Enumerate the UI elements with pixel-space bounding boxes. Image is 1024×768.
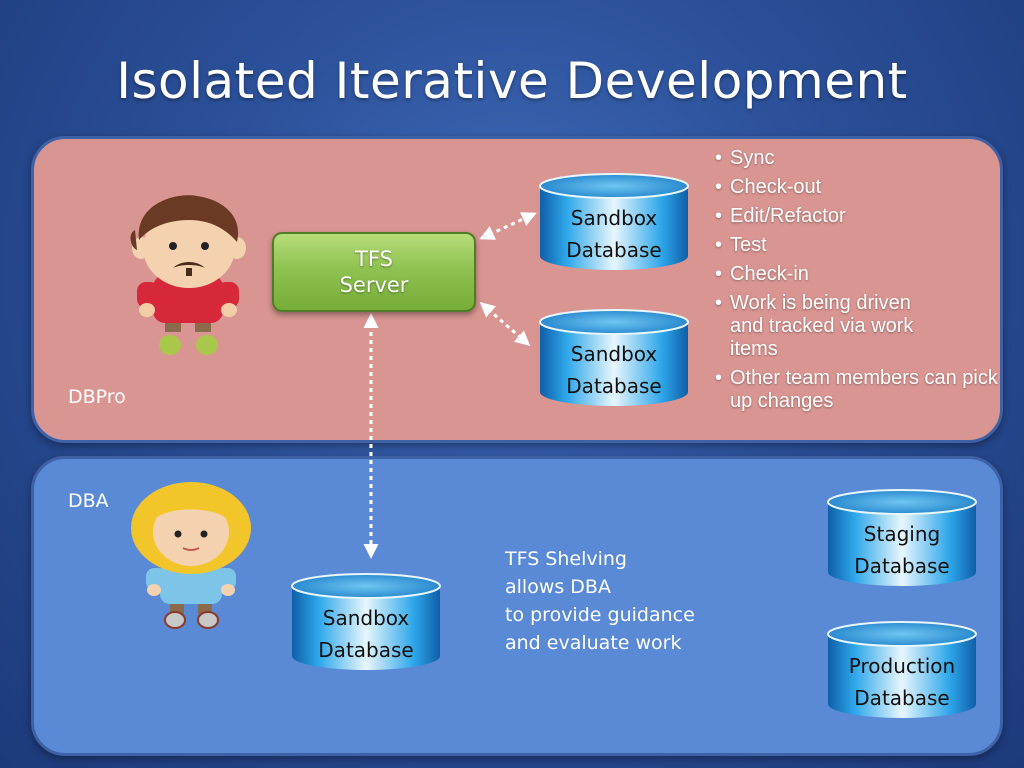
note-line: to provide guidance	[505, 604, 695, 626]
slide-title: Isolated Iterative Development	[116, 52, 908, 110]
db-label-line1: Sandbox	[322, 606, 410, 630]
bullet-item: •Other team members can pick up changes	[715, 367, 998, 412]
bullet-item: •Check-out	[715, 176, 822, 198]
sandbox-database-bottom: Sandbox Database	[286, 570, 446, 674]
database-icon	[827, 489, 977, 586]
tfs-server-box: TFS Server	[272, 232, 476, 312]
production-database: Production Database	[822, 618, 982, 722]
bullet-item: •Edit/Refactor	[715, 205, 846, 227]
bullet-item: •Work is being driven and tracked via wo…	[715, 292, 914, 360]
db-label-line2: Database	[566, 374, 662, 398]
staging-database: Staging Database	[822, 486, 982, 590]
sandbox-database-middle: Sandbox Database	[534, 306, 694, 410]
dbpro-label: DBPro	[68, 386, 126, 408]
dba-avatar-icon	[131, 482, 251, 629]
note-line: TFS Shelving	[505, 548, 627, 570]
shelving-note: TFS Shelving allows DBA to provide guida…	[505, 545, 695, 657]
database-icon	[539, 309, 689, 406]
db-label-line1: Sandbox	[570, 206, 658, 230]
arrow-tfs-to-sandbox-middle	[479, 302, 531, 346]
tfs-server-line2: Server	[339, 273, 409, 297]
note-line: allows DBA	[505, 576, 611, 598]
note-line: and evaluate work	[505, 632, 682, 654]
database-icon	[291, 573, 441, 670]
database-icon	[539, 173, 689, 270]
db-label-line2: Database	[854, 686, 950, 710]
db-label-line1: Production	[848, 654, 956, 678]
bullet-item: •Test	[715, 234, 767, 256]
dba-label: DBA	[68, 490, 109, 512]
bullet-item: •Sync	[715, 147, 775, 169]
db-label-line2: Database	[318, 638, 414, 662]
db-label-line2: Database	[854, 554, 950, 578]
db-label-line2: Database	[566, 238, 662, 262]
arrow-tfs-to-sandbox-top	[479, 212, 537, 240]
workflow-bullet-list: •Sync •Check-out •Edit/Refactor •Test •C…	[715, 147, 1000, 419]
developer-avatar-icon	[130, 195, 246, 355]
db-label-line1: Sandbox	[570, 342, 658, 366]
database-icon	[827, 621, 977, 718]
tfs-server-line1: TFS	[355, 247, 393, 271]
sandbox-database-top: Sandbox Database	[534, 170, 694, 274]
db-label-line1: Staging	[863, 522, 941, 546]
bullet-item: •Check-in	[715, 263, 809, 285]
